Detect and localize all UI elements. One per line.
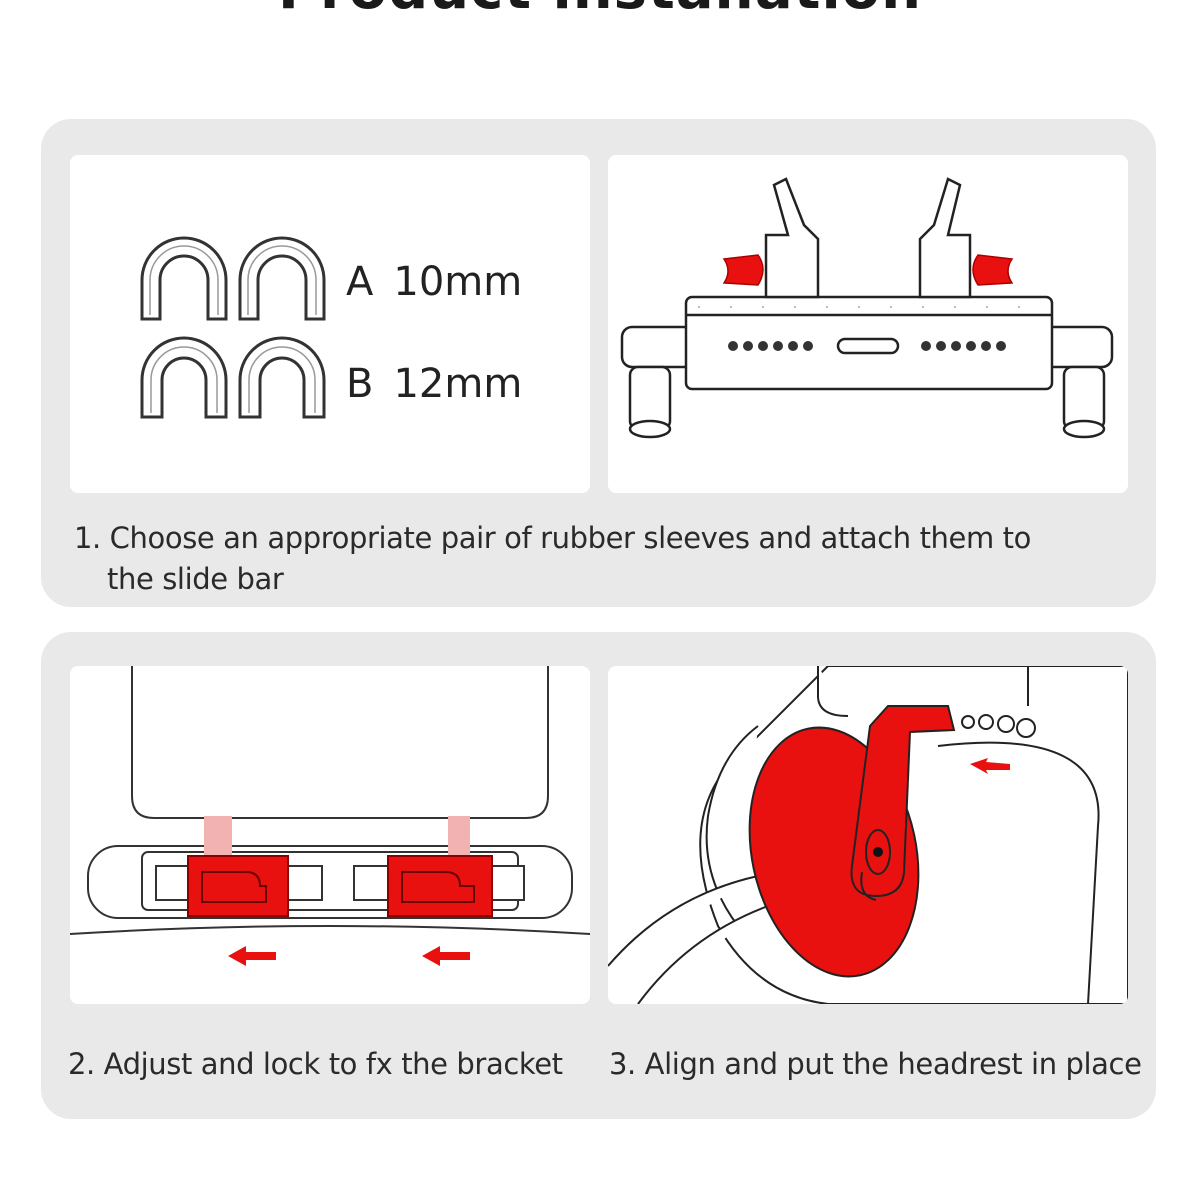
sleeve-a-right-icon [238,236,326,321]
headrest-align-panel [608,666,1128,1004]
bracket-lock-panel [70,666,590,1004]
rubber-sleeves-illustration [140,236,326,419]
arrow-left-icon [228,946,276,966]
step-1-caption-line-1: 1. Choose an appropriate pair of rubber … [74,521,1031,555]
headrest-align-illustration [608,666,1128,1004]
step-2-caption: 2. Adjust and lock to fx the bracket [68,1047,563,1081]
sleeve-b-right-icon [238,336,326,419]
bracket-lock-illustration [70,666,590,966]
sleeve-left-red-icon [722,254,764,286]
sleeve-b-label: B 12mm [346,361,522,407]
sleeve-a-left-icon [140,236,228,321]
arrow-right-small-icon [970,758,1010,774]
step-2-3-section: 2. Adjust and lock to fx the bracket 3. … [41,632,1156,1119]
headrest-arm-red-icon [850,705,956,898]
sleeve-a-letter: A [346,259,374,305]
sleeve-right-red-icon [972,254,1014,286]
step-1-section: A 10mm B 12mm [41,119,1156,607]
slide-bar-illustration [620,177,1114,439]
sleeve-a-label: A 10mm [346,259,522,305]
slide-bar-panel [608,155,1128,493]
page-title: Product installation [0,0,1200,18]
bracket-right-red-icon [387,855,493,917]
sleeve-b-size: 12mm [393,361,523,407]
rubber-sleeves-panel: A 10mm B 12mm [70,155,590,493]
sleeve-a-size: 10mm [393,259,523,305]
step-1-caption-line-2: the slide bar [107,562,284,596]
sleeve-b-letter: B [346,361,374,407]
sleeve-b-left-icon [140,336,228,419]
step-3-caption: 3. Align and put the headrest in place [609,1047,1142,1081]
arrow-right-icon [422,946,470,966]
